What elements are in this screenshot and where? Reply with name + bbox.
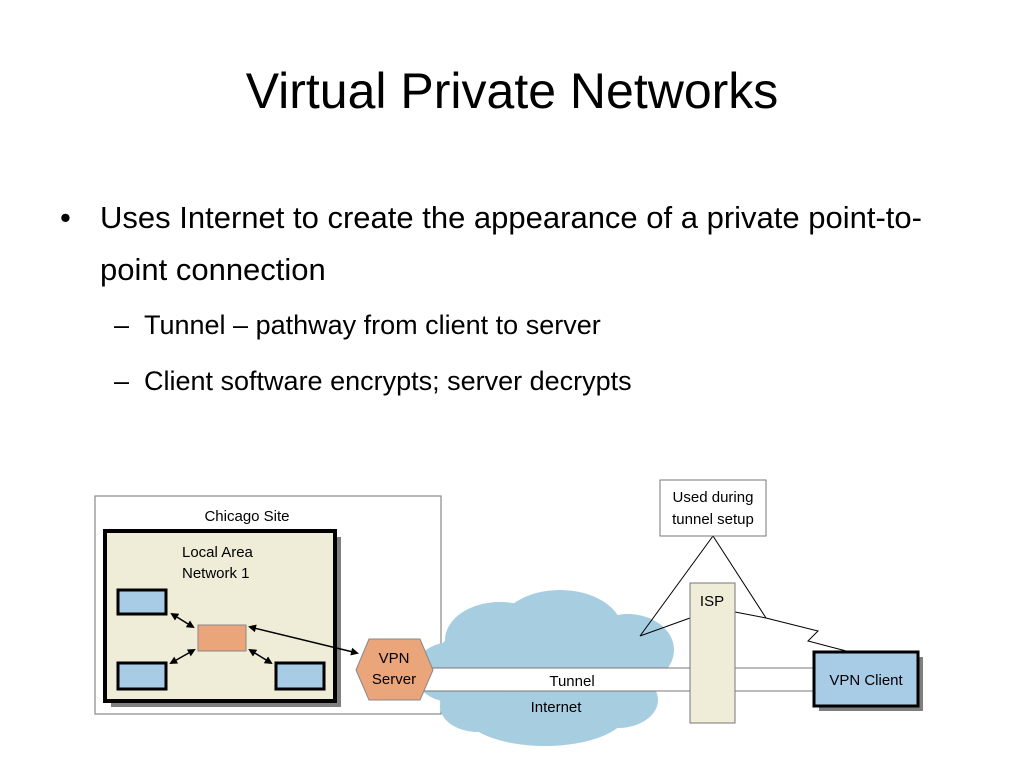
bullet-text: Uses Internet to create the appearance o… bbox=[100, 200, 922, 287]
isp-label: ISP bbox=[700, 593, 724, 610]
sub-bullet-text: Tunnel – pathway from client to server bbox=[144, 310, 601, 340]
vpn-server-label-line1: VPN bbox=[379, 650, 410, 667]
bullet-list: • Uses Internet to create the appearance… bbox=[60, 192, 960, 400]
internet-label: Internet bbox=[531, 699, 583, 716]
lan-to-server-link bbox=[248, 624, 359, 656]
slide-title: Virtual Private Networks bbox=[245, 63, 779, 119]
callout-label-line1: Used during bbox=[673, 489, 754, 506]
vpn-client-icon bbox=[812, 650, 920, 708]
host-computer-icon bbox=[274, 661, 326, 691]
lan-link bbox=[170, 612, 195, 629]
tunnel-band bbox=[411, 667, 815, 692]
vpn-server-icon bbox=[355, 638, 434, 701]
callout-box bbox=[659, 479, 767, 537]
host-computer-icon bbox=[116, 588, 168, 616]
callout-label-line2: tunnel setup bbox=[672, 511, 754, 528]
isp-box bbox=[689, 582, 736, 724]
sub-bullet-marker: – bbox=[114, 366, 130, 396]
host-computer-icon bbox=[116, 661, 168, 691]
bullet-item: • Uses Internet to create the appearance… bbox=[60, 192, 960, 296]
switch-icon bbox=[197, 624, 247, 652]
sub-bullet-text: Client software encrypts; server decrypt… bbox=[144, 366, 632, 396]
lan-label-line2: Network 1 bbox=[182, 565, 250, 582]
tunnel-label: Tunnel bbox=[549, 673, 594, 690]
chicago-site-label: Chicago Site bbox=[204, 508, 289, 525]
callout-pointer bbox=[639, 617, 691, 637]
bullet-marker: • bbox=[60, 200, 71, 235]
vpn-server-label-line2: Server bbox=[372, 671, 416, 688]
sub-bullet-item: – Tunnel – pathway from client to server bbox=[60, 306, 960, 344]
sub-bullet-marker: – bbox=[114, 310, 130, 340]
lan-link bbox=[169, 649, 196, 664]
vpn-client-label: VPN Client bbox=[829, 672, 903, 689]
lan-label-line1: Local Area bbox=[182, 544, 254, 561]
sub-bullet-item: – Client software encrypts; server decry… bbox=[60, 362, 960, 400]
dialup-link-line bbox=[734, 611, 851, 653]
